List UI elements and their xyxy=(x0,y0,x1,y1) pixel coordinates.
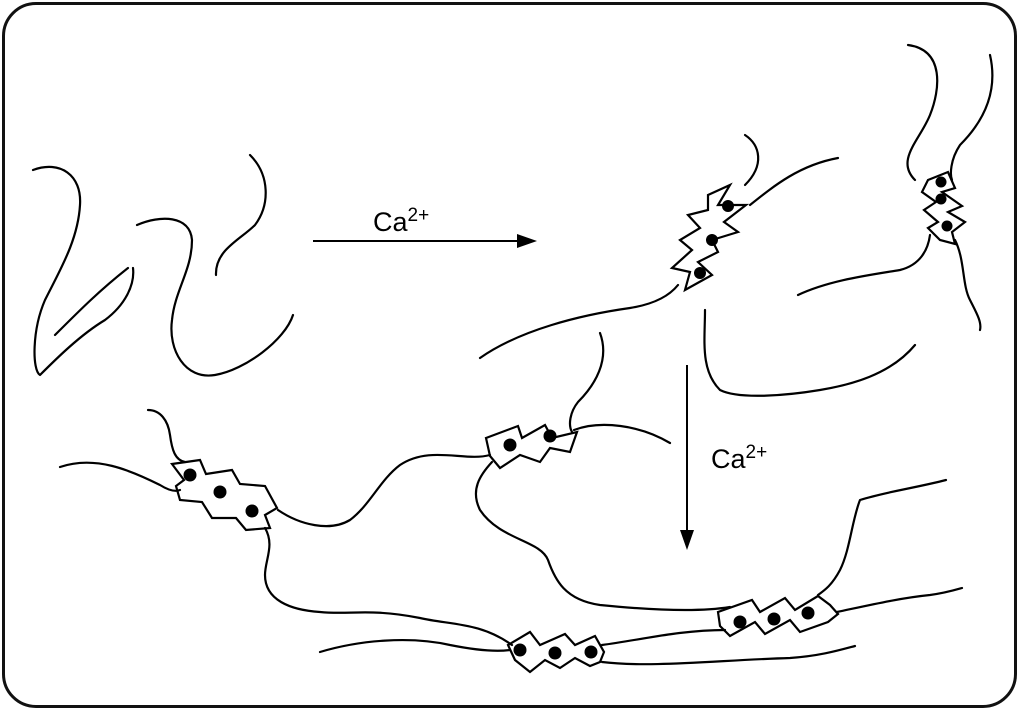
calcium-ion xyxy=(213,485,227,499)
calcium-ion xyxy=(767,612,781,626)
chain xyxy=(600,644,857,666)
junction-zone-a xyxy=(478,133,917,397)
calcium-ion xyxy=(548,646,562,660)
chain xyxy=(474,460,732,611)
calcium-ion xyxy=(543,429,557,443)
chain xyxy=(953,238,982,332)
junction-zone-b xyxy=(796,43,994,332)
calcium-ion xyxy=(694,267,706,279)
egg-box xyxy=(484,423,579,470)
calcium-ion xyxy=(722,200,734,212)
free-chain xyxy=(31,165,135,377)
calcium-ion xyxy=(245,504,259,518)
chain xyxy=(58,461,182,492)
chain xyxy=(906,43,939,182)
junction-zone-d xyxy=(58,408,514,647)
chain xyxy=(949,53,994,182)
arrow-right xyxy=(313,234,537,248)
free-chain xyxy=(135,217,295,377)
chain xyxy=(263,526,514,647)
calcium-ion xyxy=(733,615,747,629)
chain xyxy=(600,628,727,647)
chain xyxy=(572,423,672,445)
chain xyxy=(146,408,187,464)
arrow-label-right: Ca2+ xyxy=(373,205,430,237)
junction-zone-e xyxy=(600,478,964,647)
arrow-down xyxy=(680,365,694,550)
chain xyxy=(748,156,840,207)
calcium-ion xyxy=(941,220,953,232)
chain xyxy=(743,133,760,187)
chain xyxy=(478,283,680,360)
calcium-ion xyxy=(503,438,517,452)
junction-zone-c xyxy=(276,331,732,611)
chain xyxy=(276,453,492,528)
calcium-ion xyxy=(183,468,197,482)
chain xyxy=(568,331,605,434)
chain xyxy=(835,586,964,614)
calcium-ion xyxy=(935,176,947,188)
calcium-ion xyxy=(801,606,815,620)
egg-box xyxy=(170,458,279,532)
egg-box xyxy=(506,630,606,674)
arrow-label-down: Ca2+ xyxy=(711,442,768,474)
free-chain xyxy=(214,153,267,277)
chain xyxy=(318,639,512,654)
chain xyxy=(816,478,948,597)
egg-box xyxy=(716,594,840,638)
calcium-ion xyxy=(706,234,718,246)
egg-box xyxy=(920,170,967,246)
free-chains xyxy=(31,153,295,377)
chain xyxy=(703,308,917,397)
calcium-ion xyxy=(584,645,598,659)
free-chain xyxy=(53,266,130,337)
egg-box xyxy=(669,182,750,293)
chain xyxy=(796,233,932,297)
calcium-ion xyxy=(935,193,947,205)
junction-zone-f xyxy=(318,630,857,674)
calcium-ion xyxy=(513,643,527,657)
